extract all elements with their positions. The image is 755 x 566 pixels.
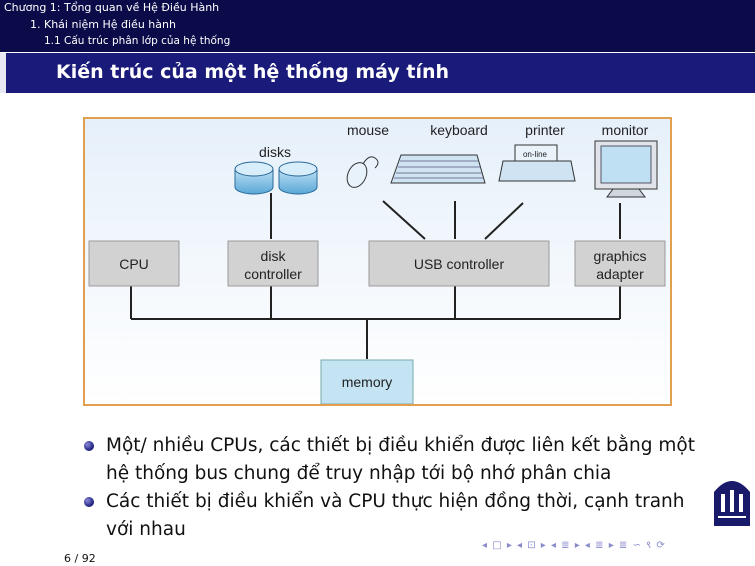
mouse-icon bbox=[346, 156, 379, 188]
usb-controller-label: USB controller bbox=[414, 256, 505, 272]
keyboard-label: keyboard bbox=[430, 122, 488, 138]
university-logo-icon bbox=[712, 470, 752, 528]
bullet-item: Một/ nhiều CPUs, các thiết bị điều khiển… bbox=[84, 432, 714, 488]
title-bar: Kiến trúc của một hệ thống máy tính bbox=[0, 53, 755, 93]
nav-subsection[interactable]: 1.1 Cấu trúc phân lớp của hệ thống bbox=[44, 35, 231, 47]
diagram-canvas: CPU disk controller USB controller graph… bbox=[85, 119, 670, 404]
graphics-adapter-label-1: graphics bbox=[594, 248, 647, 264]
keyboard-icon bbox=[390, 154, 486, 184]
header-bar: Chương 1: Tổng quan về Hệ Điều Hành 1. K… bbox=[0, 0, 755, 52]
monitor-label: monitor bbox=[602, 122, 649, 138]
bullet-icon bbox=[84, 441, 94, 451]
system-diagram: CPU disk controller USB controller graph… bbox=[83, 117, 672, 406]
disks-icon bbox=[234, 161, 318, 195]
printer-label: printer bbox=[525, 122, 565, 138]
usb-controller-box bbox=[368, 240, 550, 287]
mouse-label: mouse bbox=[347, 122, 389, 138]
page-number: 6 / 92 bbox=[64, 552, 96, 565]
disk-controller-label-2: controller bbox=[244, 266, 302, 282]
bullet-icon bbox=[84, 497, 94, 507]
memory-label: memory bbox=[342, 374, 393, 390]
disks-label: disks bbox=[259, 144, 291, 160]
cpu-label: CPU bbox=[119, 256, 149, 272]
nav-section[interactable]: 1. Khái niệm Hệ điều hành bbox=[30, 18, 176, 31]
cpu-box bbox=[88, 240, 180, 287]
graphics-adapter-box bbox=[574, 240, 666, 287]
slide-title: Kiến trúc của một hệ thống máy tính bbox=[56, 61, 450, 83]
graphics-adapter-label-2: adapter bbox=[596, 266, 644, 282]
beamer-navigation[interactable]: ◂ □ ▸ ◂ ⊡ ▸ ◂ ≣ ▸ ◂ ≣ ▸ ≣ ∽ ९ ⟳ bbox=[482, 540, 666, 551]
nav-chapter[interactable]: Chương 1: Tổng quan về Hệ Điều Hành bbox=[4, 1, 220, 14]
memory-box bbox=[320, 359, 414, 404]
bus-lines bbox=[130, 193, 621, 359]
disk-controller-box bbox=[227, 240, 319, 287]
monitor-icon bbox=[594, 140, 658, 198]
bullet-text: Các thiết bị điều khiển và CPU thực hiện… bbox=[106, 491, 685, 540]
bullet-list: Một/ nhiều CPUs, các thiết bị điều khiển… bbox=[84, 432, 714, 544]
bullet-item: Các thiết bị điều khiển và CPU thực hiện… bbox=[84, 488, 714, 544]
title-accent bbox=[0, 53, 6, 93]
bullet-text: Một/ nhiều CPUs, các thiết bị điều khiển… bbox=[106, 435, 695, 484]
online-label: on-line bbox=[523, 150, 548, 159]
disk-controller-label-1: disk bbox=[261, 248, 287, 264]
printer-icon: on-line bbox=[498, 144, 576, 182]
